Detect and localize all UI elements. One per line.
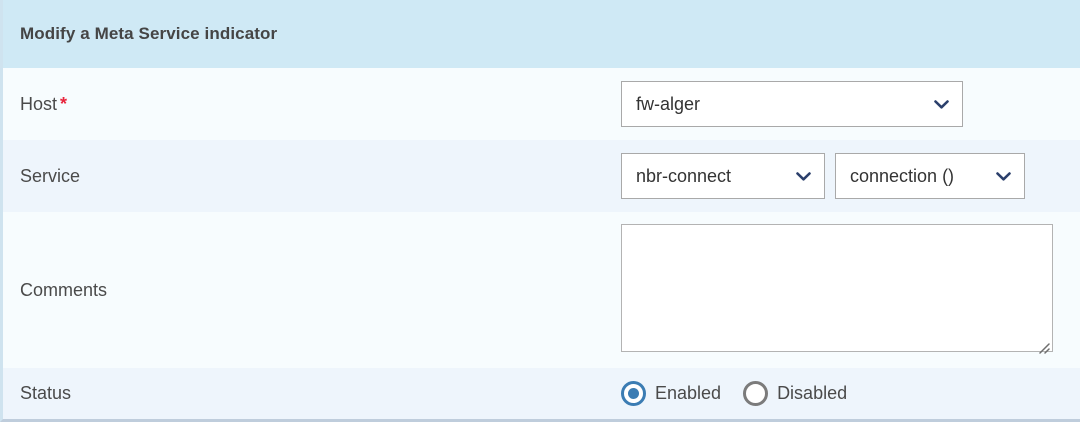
metric-select[interactable]: connection (): [835, 153, 1025, 199]
comments-label: Comments: [20, 280, 621, 301]
status-control: Enabled Disabled: [621, 381, 1080, 406]
chevron-down-icon: [934, 100, 949, 109]
status-radio-enabled-label: Enabled: [655, 383, 722, 403]
page-title: Modify a Meta Service indicator: [20, 24, 278, 43]
status-radio-disabled[interactable]: Disabled: [743, 381, 847, 406]
comments-wrapper: [621, 223, 1053, 357]
comments-textarea[interactable]: [621, 223, 1053, 352]
service-select-value: nbr-connect: [636, 165, 732, 186]
comments-label-text: Comments: [20, 279, 108, 300]
service-label-text: Service: [20, 165, 81, 186]
form-row-comments: Comments: [3, 212, 1080, 368]
service-select[interactable]: nbr-connect: [621, 153, 825, 199]
panel-header: Modify a Meta Service indicator: [3, 0, 1080, 68]
form-row-status: Status Enabled Disabled: [3, 368, 1080, 419]
host-label-text: Host: [20, 93, 58, 114]
comments-control: [621, 223, 1080, 357]
status-radio-group: Enabled Disabled: [621, 381, 869, 406]
radio-selected-icon: [621, 381, 646, 406]
status-radio-enabled[interactable]: Enabled: [621, 381, 721, 406]
required-asterisk: *: [60, 93, 68, 114]
service-label: Service: [20, 166, 621, 187]
host-label: Host*: [20, 94, 621, 115]
form-row-service: Service nbr-connect connection (): [3, 140, 1080, 212]
host-select-value: fw-alger: [636, 93, 701, 114]
host-control: fw-alger: [621, 81, 1080, 127]
chevron-down-icon: [796, 172, 811, 181]
chevron-down-icon: [996, 172, 1011, 181]
form-row-host: Host* fw-alger: [3, 68, 1080, 140]
metric-select-value: connection (): [850, 165, 955, 186]
status-label: Status: [20, 383, 621, 404]
status-radio-disabled-label: Disabled: [777, 383, 848, 403]
radio-unselected-icon: [743, 381, 769, 406]
service-control: nbr-connect connection (): [621, 153, 1080, 199]
status-label-text: Status: [20, 383, 72, 403]
host-select[interactable]: fw-alger: [621, 81, 963, 127]
